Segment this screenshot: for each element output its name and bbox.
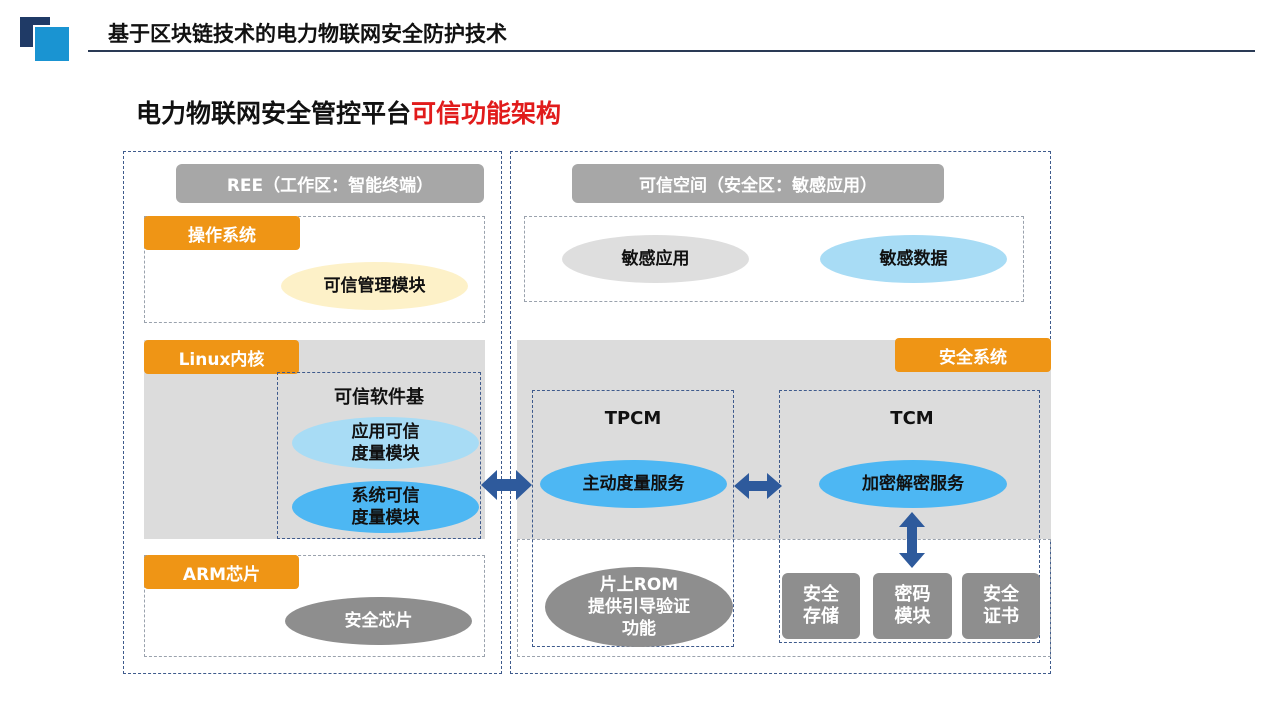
secure-storage: 安全 存储	[782, 573, 860, 639]
header-title: 基于区块链技术的电力物联网安全防护技术	[108, 22, 507, 46]
ree-container	[123, 151, 502, 674]
arm-section	[144, 555, 485, 657]
trusted-management-module: 可信管理模块	[281, 262, 468, 310]
sensitive-section	[524, 216, 1024, 302]
trusted-software-base	[277, 372, 481, 539]
double-arrow-tpcm-tcm	[734, 473, 782, 499]
page-title-main: 电力物联网安全管控平台	[136, 99, 412, 128]
tpcm-title: TPCM	[604, 408, 662, 429]
vertical-arrow-tcm	[899, 512, 925, 568]
encrypt-decrypt-service: 加密解密服务	[819, 460, 1007, 508]
ree-title: REE（工作区：智能终端）	[176, 164, 484, 203]
header-divider	[88, 50, 1255, 52]
crypto-module: 密码 模块	[873, 573, 952, 639]
security-system-lower	[517, 539, 1051, 657]
security-certificate: 安全 证书	[962, 573, 1040, 639]
sensitive-data: 敏感数据	[820, 235, 1007, 283]
tcm-title: TCM	[890, 408, 934, 429]
sensitive-app: 敏感应用	[562, 235, 749, 283]
trusted-space-title: 可信空间（安全区：敏感应用）	[572, 164, 944, 203]
tcm-box	[779, 390, 1040, 643]
app-trust-measure-module: 应用可信 度量模块	[292, 417, 479, 469]
on-chip-rom: 片上ROM 提供引导验证 功能	[545, 567, 733, 647]
os-tag: 操作系统	[144, 216, 300, 250]
page-title-highlight: 可信功能架构	[411, 99, 562, 128]
linux-kernel-tag: Linux内核	[144, 340, 299, 374]
trusted-software-base-title: 可信软件基	[334, 387, 424, 408]
double-arrow-ree-tpcm	[481, 470, 532, 500]
sys-trust-measure-module: 系统可信 度量模块	[292, 481, 479, 533]
security-system-tag: 安全系统	[895, 338, 1051, 372]
page-title: 电力物联网安全管控平台可信功能架构	[136, 94, 561, 130]
arm-chip-tag: ARM芯片	[144, 555, 299, 589]
active-measure-service: 主动度量服务	[540, 460, 727, 508]
security-chip: 安全芯片	[285, 597, 472, 645]
os-section	[144, 216, 485, 323]
logo-square-blue	[35, 27, 69, 61]
